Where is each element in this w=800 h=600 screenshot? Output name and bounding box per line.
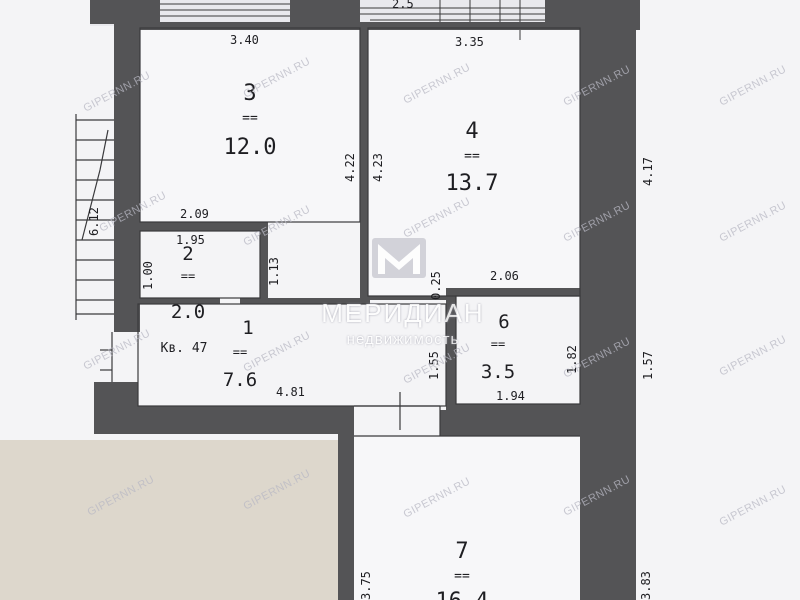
wall-room2-top [138, 222, 268, 231]
room-2-area: 2.0 [171, 301, 205, 323]
room-3-floor [140, 28, 360, 222]
dim-room2-side: 1.13 [267, 257, 281, 286]
room-4-area: 13.7 [446, 171, 499, 196]
room-3-area: 12.0 [224, 135, 277, 160]
wall-room6-bottom [446, 404, 582, 412]
walls [94, 22, 640, 600]
dim-right-wall: 4.17 [641, 157, 655, 186]
dim-room7-left: 3.75 [359, 571, 373, 600]
dim-top-fragment: 2.5 [392, 0, 414, 11]
dim-room2-height: 1.00 [141, 261, 155, 290]
dim-room3-depth: 4.22 [343, 153, 357, 182]
dim-room2-inner: 1.95 [176, 233, 205, 247]
dim-right-outer: 1.57 [641, 351, 655, 380]
wall-room2-right [260, 222, 268, 300]
room-2-sep: == [181, 269, 195, 283]
wall-room1-top-b [240, 298, 370, 304]
wall-3-4 [360, 28, 368, 300]
room-6-sep: == [491, 337, 505, 351]
brand-watermark: МЕРИДИАН недвижимость [308, 298, 498, 348]
dim-room6-width: 2.06 [490, 269, 519, 283]
room-6-area: 3.5 [481, 361, 515, 383]
apartment-label: Кв. 47 [161, 341, 208, 356]
dim-room6-height: 1.82 [565, 345, 579, 374]
room-6-number: 6 [498, 311, 509, 333]
wall-bottom-left [94, 406, 354, 434]
room-1-area: 7.6 [223, 369, 257, 391]
brand-subtitle: недвижимость [346, 331, 460, 348]
outside-area [0, 440, 338, 600]
room-3-number: 3 [243, 81, 256, 106]
wall-room1-top-a [138, 298, 220, 304]
room-7-area: 16.4 [436, 589, 489, 600]
dim-room6-bottom: 1.94 [496, 389, 525, 403]
wall-top [114, 22, 640, 30]
room-7-number: 7 [455, 539, 468, 564]
dim-room6-gap: 0.25 [429, 271, 443, 300]
wall-room6-top [448, 288, 582, 296]
dim-room2-top: 2.09 [180, 207, 209, 221]
dim-room3-width: 3.40 [230, 33, 259, 47]
room-7-sep: == [454, 569, 470, 584]
dim-room4-width: 3.35 [455, 35, 484, 49]
dim-room4-depth: 4.23 [371, 153, 385, 182]
wall-room7-left [338, 406, 354, 600]
room-7-floor [354, 436, 580, 600]
brand-logo-mark [372, 238, 426, 278]
dim-stair-side: 6.12 [87, 207, 101, 236]
room-3-sep: == [242, 111, 258, 126]
room-1-number: 1 [242, 317, 253, 339]
wall-room4-bottom [368, 296, 448, 300]
wall-right [580, 22, 636, 600]
brand-name: МЕРИДИАН [321, 298, 485, 328]
staircase [75, 114, 114, 320]
top-fragment [90, 0, 640, 40]
room-4-number: 4 [465, 119, 478, 144]
room-2-number: 2 [182, 243, 193, 265]
room-1-sep: == [233, 345, 247, 359]
dim-room1-side: 1.55 [427, 351, 441, 380]
dim-room7-right: 3.83 [639, 571, 653, 600]
wall-room6-left [446, 288, 456, 408]
room-labels: 3 == 12.0 4 == 13.7 2 == 2.0 1 == 7.6 6 … [161, 81, 516, 600]
wall-left-upper [114, 24, 140, 332]
room-outlines [137, 27, 581, 437]
dimension-labels: 3.40 3.35 2.5 2.09 1.95 2.06 1.94 4.81 4… [87, 0, 655, 600]
dim-room1-length: 4.81 [276, 385, 305, 399]
room-4-sep: == [464, 149, 480, 164]
entry-marks [100, 332, 113, 382]
wall-bottom-right [440, 410, 636, 436]
